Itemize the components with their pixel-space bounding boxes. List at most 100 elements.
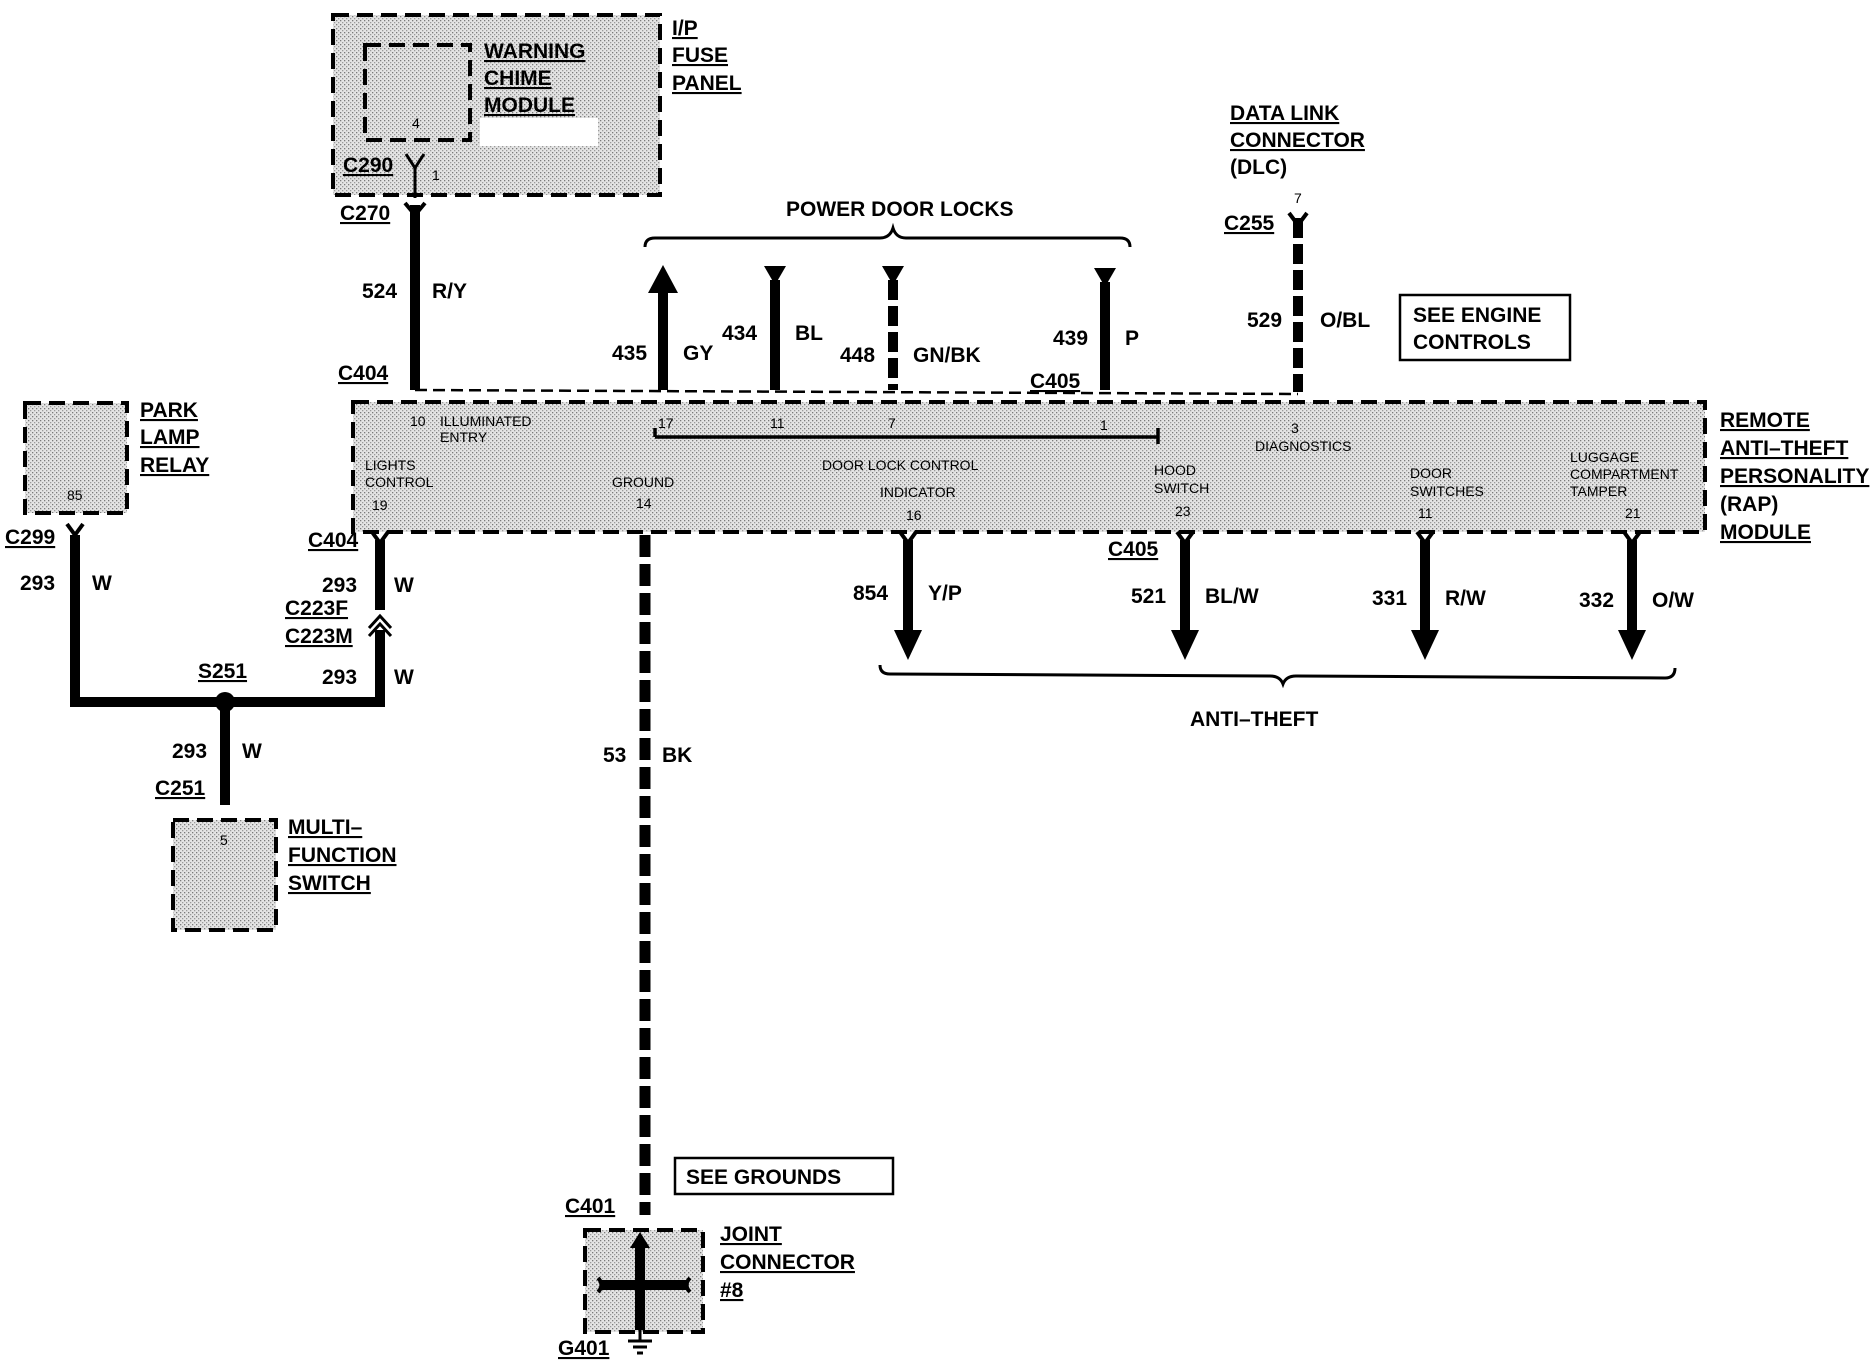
wire-434-circuit: 434 [722, 322, 757, 345]
rap-pin-10: 10 [410, 413, 426, 429]
rap-label-5: MODULE [1720, 521, 1811, 544]
c404-c405-connector-line [414, 388, 1299, 396]
park-lamp-relay-label-2: LAMP [140, 426, 200, 449]
anti-theft-bracket [878, 664, 1677, 689]
hood-switch-label-1: HOOD [1154, 462, 1196, 478]
lights-control-label-2: CONTROL [365, 474, 434, 490]
wire-293-c223-color: W [394, 666, 414, 689]
wire-448-connector [882, 266, 904, 285]
warning-chime-label-3: MODULE [484, 94, 575, 117]
rap-pin-23: 23 [1175, 503, 1191, 519]
wire-448-color: GN/BK [913, 344, 981, 367]
rap-pin-11-top: 11 [770, 415, 785, 431]
rap-label-2: ANTI–THEFT [1720, 437, 1849, 460]
ip-fuse-panel-label-3: PANEL [672, 72, 742, 95]
chime-pin-4: 4 [412, 115, 420, 131]
wire-293-mfs-color: W [242, 740, 262, 763]
park-lamp-relay-label-3: RELAY [140, 454, 209, 477]
rap-pin-1: 1 [1100, 417, 1108, 433]
luggage-tamper-label-3: TAMPER [1570, 483, 1627, 499]
c290-label: C290 [343, 154, 393, 177]
c299-label: C299 [5, 526, 55, 549]
c251-label: C251 [155, 777, 206, 800]
wire-524-color: R/Y [432, 280, 467, 303]
luggage-tamper-label-1: LUGGAGE [1570, 449, 1639, 465]
mfs-label-1: MULTI– [288, 816, 363, 839]
wire-53-circuit: 53 [603, 744, 626, 767]
c404-left-label: C404 [308, 529, 359, 552]
door-switches-label-2: SWITCHES [1410, 483, 1484, 499]
mfs-label-2: FUNCTION [288, 844, 397, 867]
wire-293-relay-color: W [92, 572, 112, 595]
dlc-pin-7: 7 [1294, 190, 1302, 206]
door-switches-label-1: DOOR [1410, 465, 1452, 481]
ip-fuse-panel-label-2: FUSE [672, 44, 728, 67]
dlc-label-3: (DLC) [1230, 156, 1287, 179]
rap-pin-14: 14 [636, 495, 652, 511]
anti-theft-label: ANTI–THEFT [1190, 708, 1319, 731]
wire-529-color: O/BL [1320, 309, 1370, 332]
illuminated-entry-label-1: ILLUMINATED [440, 413, 532, 429]
c223f-label: C223F [285, 597, 348, 620]
wire-293-c404-circuit: 293 [322, 574, 357, 597]
wire-331-circuit: 331 [1372, 587, 1407, 610]
luggage-tamper-label-2: COMPARTMENT [1570, 466, 1679, 482]
power-door-locks-label: POWER DOOR LOCKS [786, 198, 1014, 221]
rap-label-4: (RAP) [1720, 493, 1778, 516]
wire-439-color: P [1125, 327, 1139, 350]
c401-label: C401 [565, 1195, 616, 1218]
s251-label: S251 [198, 660, 247, 683]
see-engine-controls-reference[interactable]: SEE ENGINE CONTROLS [1398, 293, 1572, 362]
wire-521-color: BL/W [1205, 585, 1259, 608]
ground-symbol-g401 [628, 1330, 652, 1355]
dlc-label-2: CONNECTOR [1230, 129, 1365, 152]
c290-connector-symbol [404, 153, 426, 198]
c404-top-label: C404 [338, 362, 389, 385]
lights-control-label-1: LIGHTS [365, 457, 416, 473]
power-door-locks-bracket [643, 222, 1132, 248]
wire-293-c223-circuit: 293 [322, 666, 357, 689]
wire-293-c404-color: W [394, 574, 414, 597]
c223-connector-symbol [367, 613, 393, 638]
rap-module: 10 ILLUMINATED ENTRY 17 11 7 1 3 DIAGNOS… [351, 400, 1707, 534]
c405-top-label: C405 [1030, 370, 1081, 393]
park-lamp-relay-label-1: PARK [140, 399, 198, 422]
illuminated-entry-label-2: ENTRY [440, 429, 488, 445]
warning-chime-label-1: WARNING [484, 40, 586, 63]
wire-293-relay-circuit: 293 [20, 572, 55, 595]
see-grounds-reference[interactable]: SEE GROUNDS [673, 1156, 895, 1196]
wire-332-arrow [1618, 630, 1646, 660]
rap-pin-16: 16 [906, 507, 922, 523]
wire-529-circuit: 529 [1247, 309, 1282, 332]
mfs-label-3: SWITCH [288, 872, 371, 895]
wire-435-arrow [648, 265, 678, 293]
rap-pin-17: 17 [658, 415, 674, 431]
wire-331-arrow [1411, 630, 1439, 660]
rap-label-1: REMOTE [1720, 409, 1810, 432]
diagnostics-label: DIAGNOSTICS [1255, 438, 1351, 454]
wire-332-circuit: 332 [1579, 589, 1614, 612]
joint-connector-label-2: CONNECTOR [720, 1251, 855, 1274]
wire-293-mfs-circuit: 293 [172, 740, 207, 763]
warning-chime-label-2: CHIME [484, 67, 552, 90]
wire-435-color: GY [683, 342, 713, 365]
wire-854-arrow [894, 630, 922, 660]
wire-524-circuit: 524 [362, 280, 397, 303]
mfs-pin-5: 5 [220, 832, 228, 848]
relay-pin-85: 85 [67, 487, 83, 503]
c299-connector-symbol [65, 522, 85, 539]
c270-connector-symbol [403, 201, 427, 219]
rap-pin-3: 3 [1291, 420, 1299, 436]
ip-fuse-panel-label-1: I/P [672, 17, 698, 40]
park-lamp-relay: 85 [23, 401, 129, 515]
wire-434-connector [764, 266, 786, 285]
door-lock-control-label: DOOR LOCK CONTROL [822, 457, 979, 473]
rap-pin-7: 7 [888, 415, 896, 431]
wire-521-arrow [1171, 630, 1199, 660]
rap-pin-19: 19 [372, 497, 388, 513]
multi-function-switch: 5 [171, 818, 278, 932]
wire-434-color: BL [795, 322, 823, 345]
wire-448-circuit: 448 [840, 344, 875, 367]
wire-521-circuit: 521 [1131, 585, 1166, 608]
c405-bottom-label: C405 [1108, 538, 1159, 561]
